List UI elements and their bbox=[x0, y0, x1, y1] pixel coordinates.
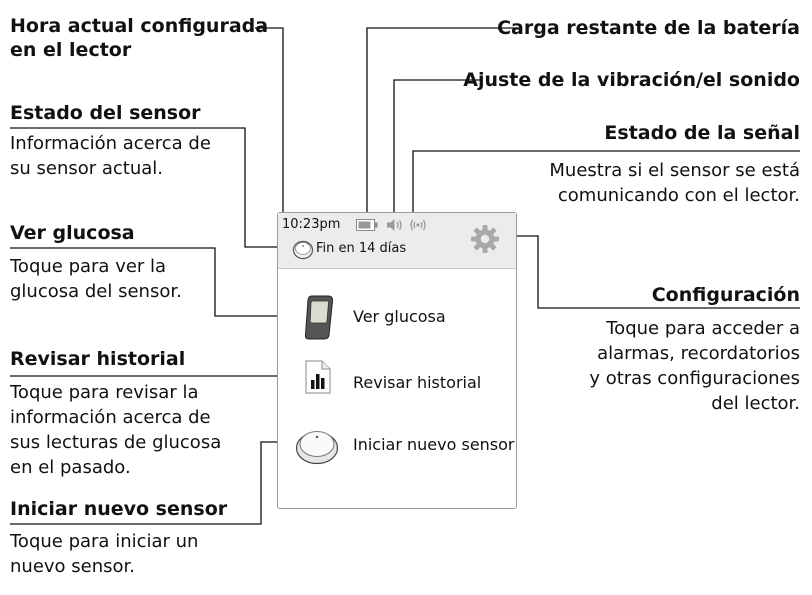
callout-start-title: Iniciar nuevo sensor bbox=[10, 498, 228, 520]
callout-start-desc: Toque para iniciar un nuevo sensor. bbox=[10, 531, 199, 577]
leader-battery bbox=[366, 27, 520, 214]
sensor-icon bbox=[292, 240, 314, 260]
sensor-disc-icon bbox=[295, 431, 339, 465]
callout-glucose-desc: Toque para ver la glucosa del sensor. bbox=[10, 256, 182, 302]
leader-glucose bbox=[10, 247, 304, 317]
leader-vibration bbox=[393, 79, 480, 216]
status-bar: 10:23pm Fin en 14 días bbox=[278, 213, 516, 269]
callout-battery-title: Carga restante de la batería bbox=[497, 17, 800, 39]
callout-settings-title: Configuración bbox=[651, 284, 800, 306]
callout-sensor-desc: Información acerca de su sensor actual. bbox=[10, 133, 211, 179]
leader-signal bbox=[412, 150, 800, 216]
sensor-status: Fin en 14 días bbox=[316, 241, 407, 256]
leader-sensor bbox=[10, 127, 292, 248]
callout-glucose-title: Ver glucosa bbox=[10, 222, 135, 244]
battery-icon bbox=[356, 219, 378, 231]
callout-time-title: Hora actual configurada en el lector bbox=[10, 15, 269, 61]
callout-signal-title: Estado de la señal bbox=[604, 122, 800, 144]
speaker-icon bbox=[387, 219, 402, 231]
menu-start-label: Iniciar nuevo sensor bbox=[353, 435, 515, 454]
callout-history-desc: Toque para revisar la información acerca… bbox=[10, 382, 222, 478]
menu-glucose-label: Ver glucosa bbox=[353, 307, 446, 326]
gear-icon[interactable] bbox=[470, 224, 500, 254]
callout-settings-desc: Toque para acceder a alarmas, recordator… bbox=[589, 318, 800, 414]
reader-screen: 10:23pm Fin en 14 días bbox=[277, 212, 517, 509]
callout-sensor-title: Estado del sensor bbox=[10, 102, 201, 124]
reader-device-icon bbox=[304, 295, 334, 340]
current-time: 10:23pm bbox=[282, 217, 341, 232]
callout-history-title: Revisar historial bbox=[10, 348, 186, 370]
menu-history-label: Revisar historial bbox=[353, 373, 482, 392]
document-chart-icon bbox=[305, 360, 331, 394]
signal-icon bbox=[410, 219, 426, 231]
callout-signal-desc: Muestra si el sensor se está comunicando… bbox=[549, 160, 800, 206]
leader-settings bbox=[502, 235, 800, 309]
callout-vibration-title: Ajuste de la vibración/el sonido bbox=[463, 69, 800, 91]
